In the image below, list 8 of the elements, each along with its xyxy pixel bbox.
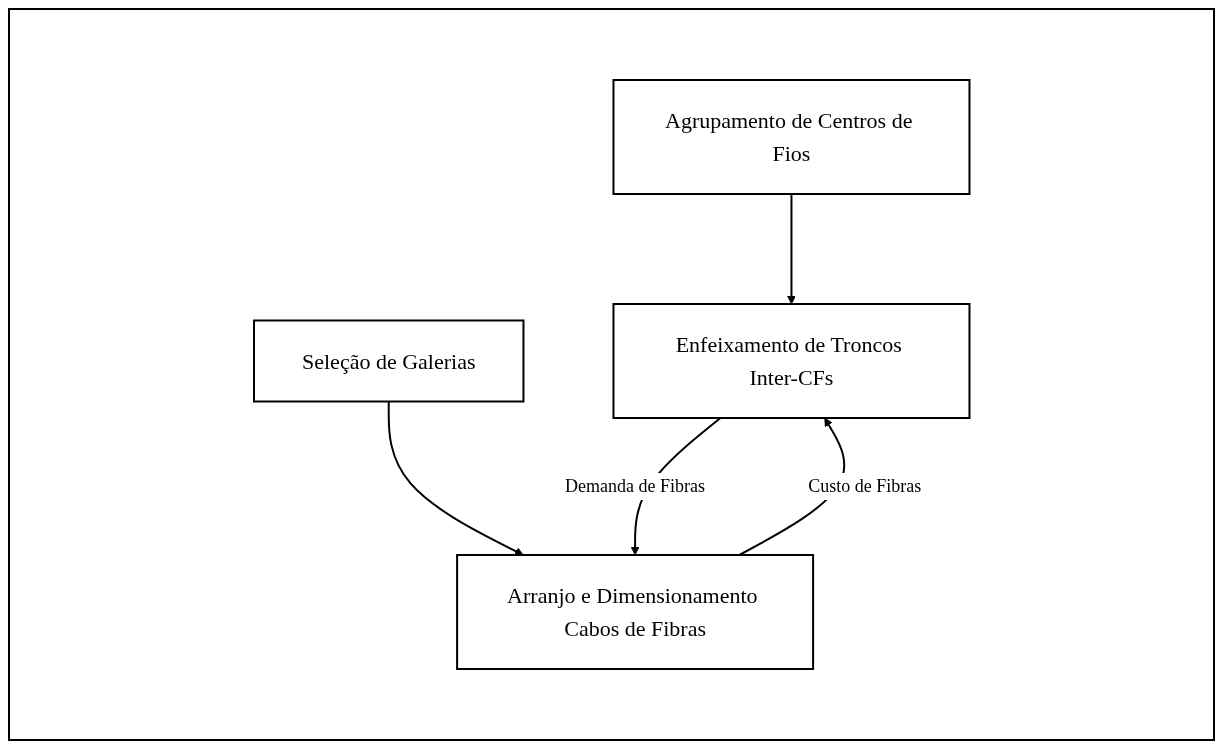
- arrow: [387, 400, 524, 556]
- edge-label: Custo de Fibras: [807, 476, 921, 496]
- edge-label: Demanda de Fibras: [564, 476, 705, 496]
- node-box: Arranjo e Dimensionamento Cabos de Fibras: [455, 554, 814, 670]
- arrow: [786, 193, 796, 305]
- node-box: Agrupamento de Centros de Fios: [612, 79, 971, 195]
- node-box: Enfeixamento de Troncos Inter-CFs: [612, 303, 971, 419]
- node-box: Seleção de Galerias: [252, 319, 525, 403]
